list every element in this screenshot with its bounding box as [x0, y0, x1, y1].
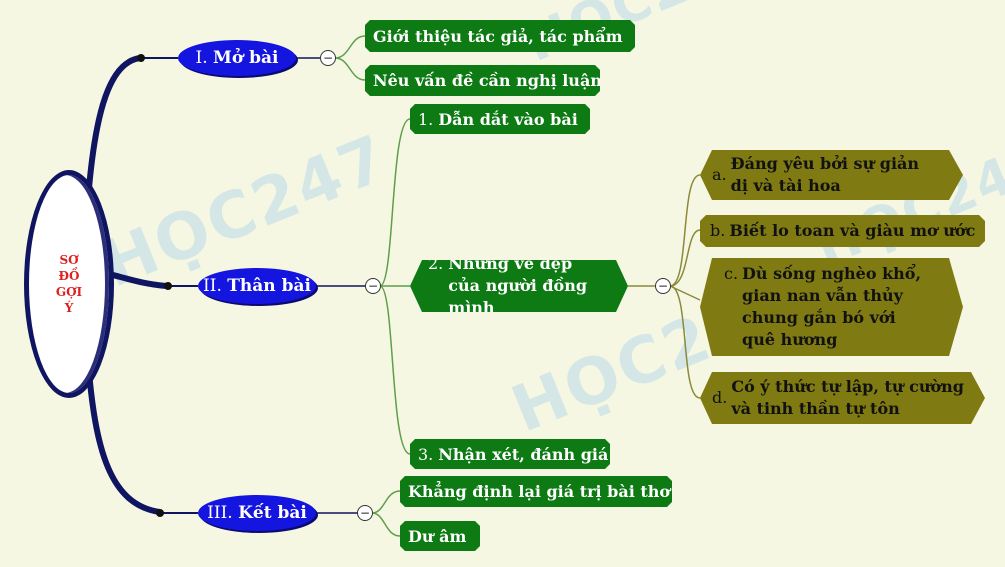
sub-branch-label: Đáng yêu bởi sự giản dị và tài hoa	[730, 154, 920, 195]
section-than-bai[interactable]: II. Thân bài	[198, 268, 316, 304]
branch-gioi-thieu[interactable]: Giới thiệu tác giả, tác phẩm	[365, 20, 635, 52]
branch-nhung-ve-dep[interactable]: 2.Những vẻ đẹp của người đồng mình	[410, 260, 628, 312]
section-mo-bai[interactable]: I. Mở bài	[178, 40, 296, 76]
minus-icon: −	[367, 279, 379, 293]
branch-du-am[interactable]: Dư âm	[400, 521, 480, 551]
branch-neu-van-de[interactable]: Nêu vấn đề cần nghị luận	[365, 65, 600, 96]
section-prefix: III.	[207, 503, 233, 523]
sub-branch-label: Có ý thức tự lập, tự cường và tinh thần …	[731, 377, 964, 418]
sub-branch-label: Biết lo toan và giàu mơ ước	[729, 221, 976, 240]
branch-khang-dinh[interactable]: Khẳng định lại giá trị bài thơ	[400, 476, 672, 507]
collapse-toggle-nhung-ve-dep[interactable]: −	[655, 278, 671, 294]
sub-branch-du-song-ngheo-kho[interactable]: c. Dù sống nghèo khổ, gian nan vẫn thủy …	[700, 258, 963, 356]
branch-label: Giới thiệu tác giả, tác phẩm	[373, 26, 623, 46]
section-prefix: I.	[195, 48, 208, 68]
branch-label: Những vẻ đẹp của người đồng mình	[448, 254, 588, 317]
minus-icon: −	[322, 51, 334, 65]
root-label: SƠ ĐỒ GỢI Ý	[55, 253, 83, 315]
branch-label: Dẫn dắt vào bài	[438, 109, 578, 129]
sub-branch-number: c.	[724, 264, 739, 283]
branch-dan-dat[interactable]: 1. Dẫn dắt vào bài	[410, 104, 590, 134]
sub-branch-y-thuc-tu-lap[interactable]: d. Có ý thức tự lập, tự cường và tinh th…	[700, 372, 985, 424]
branch-label: Dư âm	[408, 526, 467, 546]
branch-number: 2.	[428, 254, 444, 273]
branch-number: 3.	[418, 444, 434, 464]
section-prefix: II.	[203, 276, 222, 296]
sub-branch-number: d.	[712, 388, 728, 407]
branch-nhan-xet[interactable]: 3. Nhận xét, đánh giá	[410, 439, 610, 469]
branch-number: 1.	[418, 109, 434, 129]
section-title: Thân bài	[227, 276, 311, 296]
minus-icon: −	[359, 506, 371, 520]
sub-branch-dang-yeu[interactable]: a. Đáng yêu bởi sự giản dị và tài hoa	[700, 150, 963, 200]
sub-branch-biet-lo-toan[interactable]: b. Biết lo toan và giàu mơ ước	[700, 215, 985, 247]
branch-label: Khẳng định lại giá trị bài thơ	[408, 482, 671, 501]
collapse-toggle-mo-bai[interactable]: −	[320, 50, 336, 66]
section-ket-bai[interactable]: III. Kết bài	[198, 495, 316, 531]
branch-label: Nhận xét, đánh giá	[438, 444, 609, 464]
root-node[interactable]: SƠ ĐỒ GỢI Ý	[24, 170, 114, 398]
sub-branch-number: b.	[710, 221, 726, 240]
collapse-toggle-than-bai[interactable]: −	[365, 278, 381, 294]
collapse-toggle-ket-bai[interactable]: −	[357, 505, 373, 521]
sub-branch-label: Dù sống nghèo khổ, gian nan vẫn thủy chu…	[742, 264, 922, 349]
minus-icon: −	[657, 279, 669, 293]
section-title: Mở bài	[213, 48, 279, 68]
section-title: Kết bài	[238, 503, 307, 523]
sub-branch-number: a.	[712, 165, 727, 184]
branch-label: Nêu vấn đề cần nghị luận	[373, 71, 602, 90]
